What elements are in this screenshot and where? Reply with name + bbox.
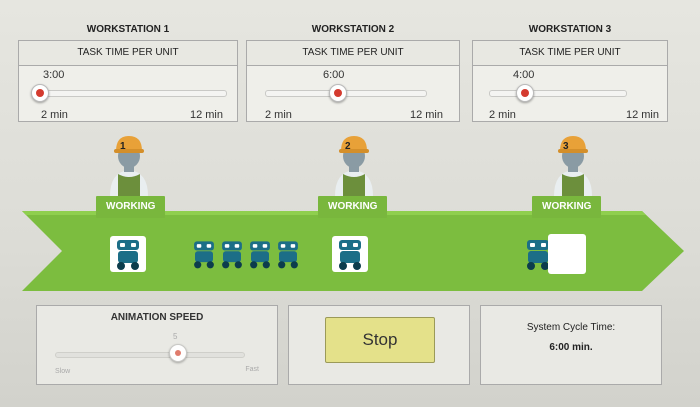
- workstation-3-slider-knob[interactable]: [516, 84, 534, 102]
- workstation-1-max-label: 12 min: [189, 109, 223, 121]
- robot-unit-icon: [222, 241, 242, 269]
- worker-2: 2: [329, 130, 379, 196]
- cycle-time-panel: System Cycle Time: 6:00 min.: [480, 305, 662, 385]
- workstation-3-title: WORKSTATION 3: [528, 24, 612, 35]
- workstation-1-min-label: 2 min: [41, 109, 68, 121]
- animation-speed-panel: ANIMATION SPEED 5 Slow Fast: [36, 305, 278, 385]
- worker-1: 1: [104, 130, 154, 196]
- animation-speed-mid-label: 5: [173, 332, 178, 341]
- worker-2-number: 2: [345, 141, 351, 152]
- worker-icon: 1: [110, 136, 148, 196]
- worker-icon: 2: [335, 136, 373, 196]
- worker-1-number: 1: [120, 141, 126, 152]
- workstation-2-panel: WORKSTATION 2 TASK TIME PER UNIT 6:00 2 …: [246, 22, 460, 122]
- workstation-1-header: TASK TIME PER UNIT: [19, 41, 237, 66]
- empty-unit-slot: [548, 234, 586, 274]
- workstation-2-box: TASK TIME PER UNIT 6:00 2 min 12 min: [246, 40, 460, 122]
- cycle-time-label: System Cycle Time:: [526, 322, 616, 333]
- worker-icon: 3: [554, 136, 592, 196]
- cycle-time-value: 6:00 min.: [549, 342, 593, 353]
- robot-unit-icon: [250, 241, 270, 269]
- workstation-1-box: TASK TIME PER UNIT 3:00 2 min 12 min: [18, 40, 238, 122]
- workstation-2-min-label: 2 min: [265, 109, 292, 121]
- animation-speed-title: ANIMATION SPEED: [110, 312, 204, 323]
- worker-2-status-badge: WORKING: [318, 196, 388, 218]
- control-panel: Stop: [288, 305, 470, 385]
- workstation-3-header: TASK TIME PER UNIT: [473, 41, 667, 66]
- robot-unit-icon: [332, 236, 368, 272]
- robot-unit-icon: [527, 240, 549, 270]
- workstation-2-header: TASK TIME PER UNIT: [247, 41, 459, 66]
- workstation-3-value: 4:00: [513, 69, 535, 81]
- robot-unit-icon: [110, 236, 146, 272]
- worker-3-status-badge: WORKING: [532, 196, 602, 218]
- workstation-1-slider-knob[interactable]: [31, 84, 49, 102]
- workstation-3-max-label: 12 min: [625, 109, 659, 121]
- workstation-2-slider-knob[interactable]: [329, 84, 347, 102]
- workstation-1-value: 3:00: [43, 69, 65, 81]
- workstation-3-box: TASK TIME PER UNIT 4:00 2 min 12 min: [472, 40, 668, 122]
- workstation-3-min-label: 2 min: [489, 109, 516, 121]
- workstation-2-value: 6:00: [323, 69, 345, 81]
- worker-3-number: 3: [563, 141, 569, 152]
- workstation-1-slider-track[interactable]: [41, 90, 227, 97]
- robot-unit-icon: [194, 241, 214, 269]
- worker-1-status-badge: WORKING: [96, 196, 166, 218]
- workstation-3-panel: WORKSTATION 3 TASK TIME PER UNIT 4:00 2 …: [472, 22, 668, 122]
- workstation-2-title: WORKSTATION 2: [311, 24, 395, 35]
- workstation-1-panel: WORKSTATION 1 TASK TIME PER UNIT 3:00 2 …: [18, 22, 238, 122]
- animation-speed-slow-label: Slow: [55, 368, 71, 375]
- workstation-2-max-label: 12 min: [409, 109, 443, 121]
- animation-speed-slider-track[interactable]: [55, 352, 245, 358]
- animation-speed-slider-knob[interactable]: [169, 344, 187, 362]
- animation-speed-fast-label: Fast: [245, 366, 259, 373]
- stop-button[interactable]: Stop: [325, 317, 435, 363]
- workstation-3-slider-track[interactable]: [489, 90, 627, 97]
- robot-unit-icon: [278, 241, 298, 269]
- worker-3: 3: [548, 130, 598, 196]
- workstation-1-title: WORKSTATION 1: [86, 24, 170, 35]
